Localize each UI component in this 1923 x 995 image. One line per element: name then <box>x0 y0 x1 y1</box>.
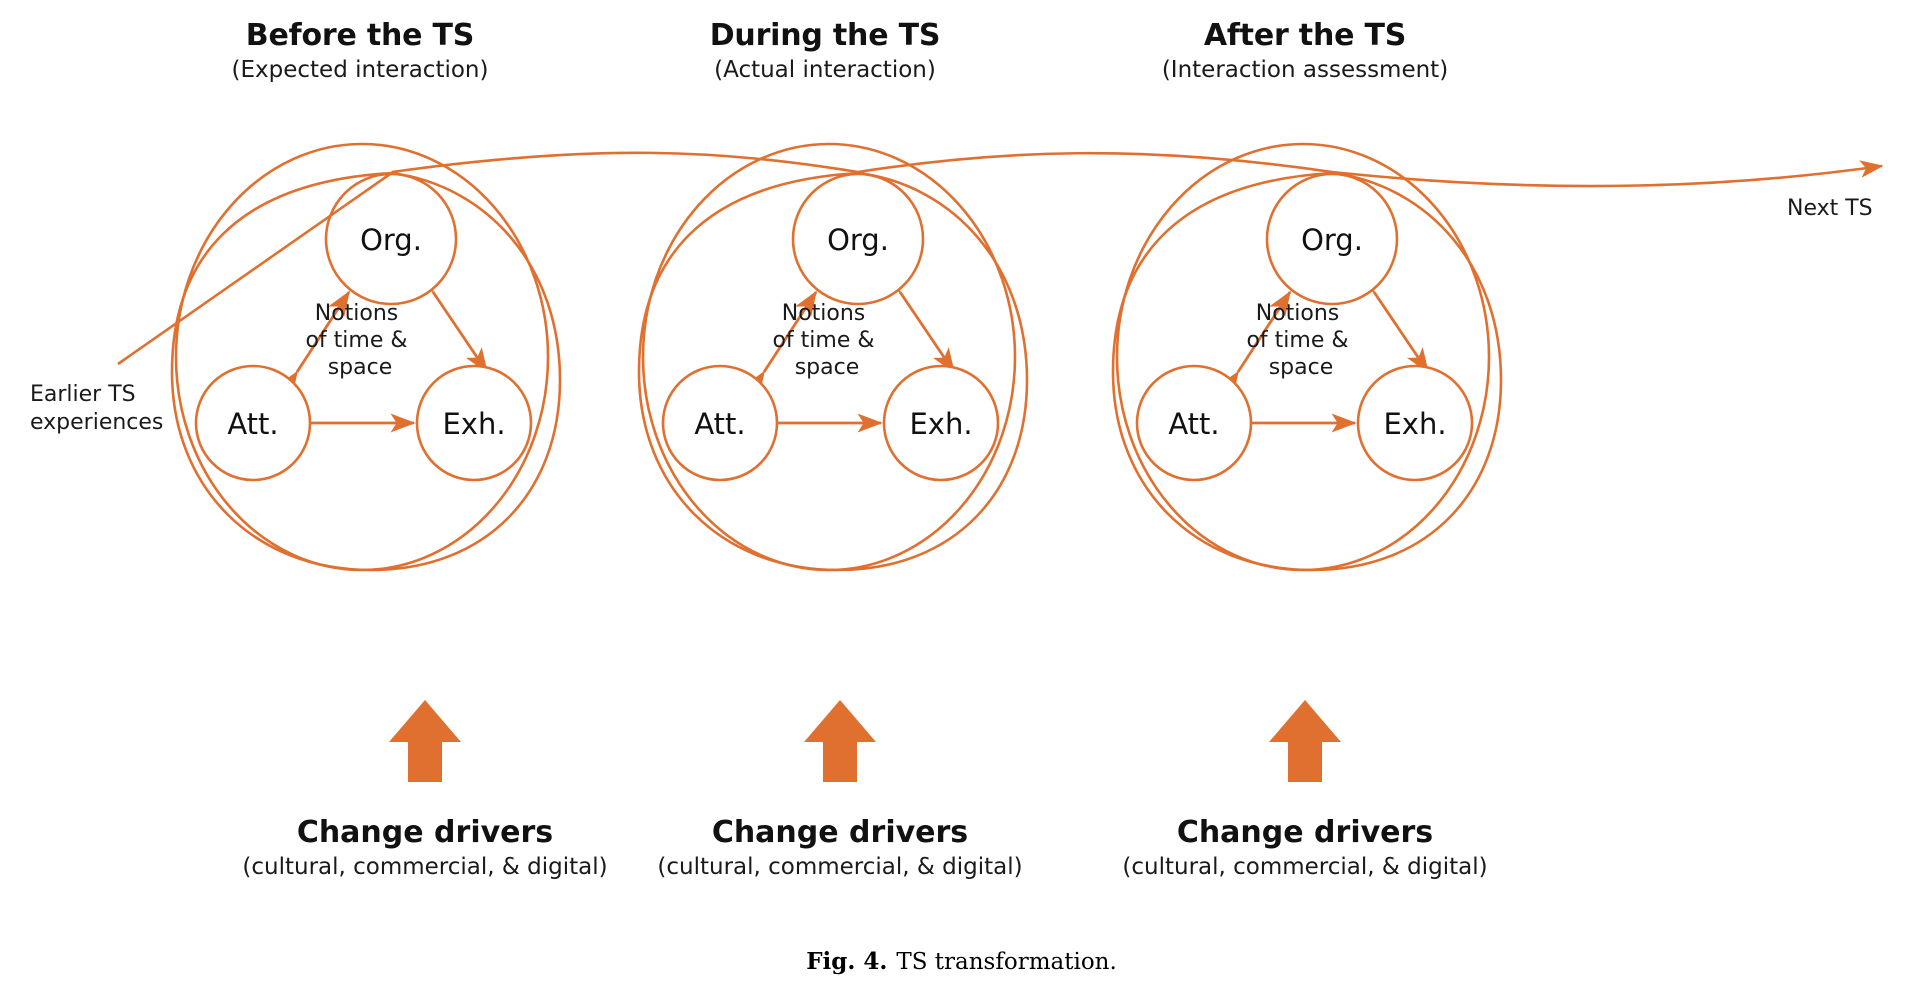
column-title: After the TS <box>1203 18 1407 53</box>
footer-title: Change drivers <box>1176 815 1434 850</box>
node-exh[interactable] <box>415 364 533 482</box>
footer-subtitle: (cultural, commercial, & digital) <box>657 854 1023 881</box>
earlier-ts-line <box>117 170 394 366</box>
column-subtitle: (Expected interaction) <box>231 57 489 84</box>
center-note: Notions of time & space <box>1246 301 1355 380</box>
center-note: Notions of time & space <box>305 301 414 380</box>
next-ts-label: Next TS <box>1787 195 1917 223</box>
center-note-line-3: space <box>1269 355 1334 380</box>
center-note-line-1: Notions <box>315 301 399 326</box>
node-att[interactable] <box>661 364 779 482</box>
column-footer-after: Change drivers (cultural, commercial, & … <box>1060 815 1550 882</box>
center-note-line-1: Notions <box>782 301 866 326</box>
change-driver-arrow <box>1269 700 1341 782</box>
arrow-att-org <box>1217 290 1292 397</box>
node-att[interactable] <box>1135 364 1253 482</box>
node-att-label: Att. <box>694 407 745 441</box>
figure-caption-text: TS transformation. <box>896 949 1117 975</box>
arrow-att-org <box>743 290 818 397</box>
node-exh-label: Exh. <box>1383 407 1446 441</box>
footer-subtitle: (cultural, commercial, & digital) <box>242 854 608 881</box>
node-org-label: Org. <box>360 223 422 257</box>
arrow-org-exh <box>878 267 956 374</box>
change-driver-arrow <box>804 700 876 782</box>
group-after: Org. Att. Exh. Notions of time & space <box>1111 142 1503 782</box>
cycle-swoosh <box>1111 171 1503 572</box>
next-ts-arrow <box>391 151 1884 188</box>
center-note: Notions of time & space <box>772 301 881 380</box>
node-org[interactable] <box>1265 172 1399 306</box>
column-footer-during: Change drivers (cultural, commercial, & … <box>595 815 1085 882</box>
earlier-ts-label: Earlier TS experiences <box>30 381 210 436</box>
column-subtitle: (Interaction assessment) <box>1161 57 1449 84</box>
earlier-ts-label-line-2: experiences <box>30 409 164 435</box>
cycle-swoosh <box>170 171 562 572</box>
node-att-label: Att. <box>1168 407 1219 441</box>
column-title: During the TS <box>709 18 941 53</box>
change-driver-arrow <box>389 700 461 782</box>
column-subtitle: (Actual interaction) <box>714 57 936 84</box>
center-note-line-3: space <box>328 355 393 380</box>
figure-caption-lead: Fig. 4. <box>806 948 888 975</box>
group-during: Org. Att. Exh. Notions of time & space <box>637 142 1029 782</box>
arrow-org-exh <box>411 267 489 374</box>
node-org-label: Org. <box>1301 223 1363 257</box>
cycle-swoosh <box>637 171 1029 572</box>
arrow-org-exh <box>1352 267 1430 374</box>
column-footer-before: Change drivers (cultural, commercial, & … <box>180 815 670 882</box>
figure-caption: Fig. 4. TS transformation. <box>0 948 1923 975</box>
column-header-before: Before the TS (Expected interaction) <box>140 18 580 85</box>
center-note-line-3: space <box>795 355 860 380</box>
footer-title: Change drivers <box>711 815 969 850</box>
column-header-during: During the TS (Actual interaction) <box>605 18 1045 85</box>
earlier-ts-label-line-1: Earlier TS <box>30 382 136 407</box>
node-att[interactable] <box>194 364 312 482</box>
node-exh[interactable] <box>1356 364 1474 482</box>
footer-title: Change drivers <box>296 815 554 850</box>
center-note-line-2: of time & <box>1246 328 1348 353</box>
node-exh-label: Exh. <box>909 407 972 441</box>
next-ts-label-text: Next TS <box>1787 196 1873 221</box>
column-header-after: After the TS (Interaction assessment) <box>1085 18 1525 85</box>
center-note-line-2: of time & <box>305 328 407 353</box>
column-title: Before the TS <box>245 18 475 53</box>
node-exh-label: Exh. <box>442 407 505 441</box>
footer-subtitle: (cultural, commercial, & digital) <box>1122 854 1488 881</box>
node-att-label: Att. <box>227 407 278 441</box>
arrow-att-org <box>276 290 351 397</box>
center-note-line-2: of time & <box>772 328 874 353</box>
center-note-line-1: Notions <box>1256 301 1340 326</box>
node-org[interactable] <box>791 172 925 306</box>
group-before: Org. Att. Exh. Notions of time & space <box>170 142 562 782</box>
node-org-label: Org. <box>827 223 889 257</box>
node-exh[interactable] <box>882 364 1000 482</box>
